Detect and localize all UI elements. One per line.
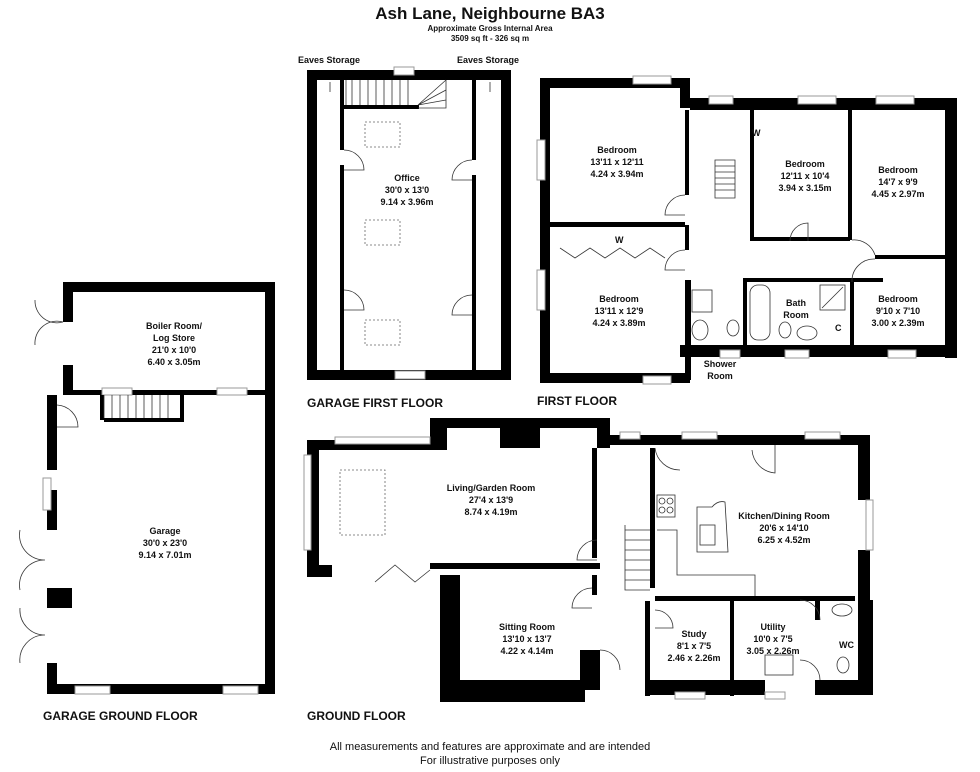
cupboard-label: C bbox=[835, 323, 842, 333]
ground-floor-plan bbox=[303, 418, 874, 702]
room-bedroom-1: Bedroom 13'11 x 12'11 4.24 x 3.94m bbox=[590, 145, 644, 179]
room-bedroom-5: Bedroom 9'10 x 7'10 3.00 x 2.39m bbox=[871, 294, 925, 328]
area-value: 3509 sq ft - 326 sq m bbox=[450, 34, 530, 43]
floor-label-garage-ground: GARAGE GROUND FLOOR bbox=[43, 709, 198, 723]
room-study: Study 8'1 x 7'5 2.46 x 2.26m bbox=[667, 629, 721, 663]
area-label: Approximate Gross Internal Area bbox=[427, 24, 553, 33]
room-bedroom-4: Bedroom 14'7 x 9'9 4.45 x 2.97m bbox=[871, 165, 925, 199]
room-sitting: Sitting Room 13'10 x 13'7 4.22 x 4.14m bbox=[499, 622, 555, 656]
floor-label-garage-first: GARAGE FIRST FLOOR bbox=[307, 396, 443, 410]
eaves-storage-left-label: Eaves Storage bbox=[298, 55, 361, 65]
floor-label-first: FIRST FLOOR bbox=[537, 394, 617, 408]
floor-label-ground: GROUND FLOOR bbox=[307, 709, 406, 723]
room-bedroom-2: Bedroom 13'11 x 12'9 4.24 x 3.89m bbox=[592, 294, 646, 328]
disclaimer-line-2: For illustrative purposes only bbox=[419, 755, 560, 767]
room-bedroom-3: Bedroom 12'11 x 10'4 3.94 x 3.15m bbox=[778, 159, 832, 193]
eaves-storage-right-label: Eaves Storage bbox=[457, 55, 520, 65]
disclaimer-line-1: All measurements and features are approx… bbox=[329, 741, 651, 753]
garage-ground-floor-plan bbox=[19, 282, 275, 695]
room-living-garden: Living/Garden Room 27'4 x 13'9 8.74 x 4.… bbox=[446, 483, 536, 517]
room-office: Office 30'0 x 13'0 9.14 x 3.96m bbox=[380, 173, 434, 207]
first-floor-plan bbox=[536, 75, 957, 385]
room-shower-room: Shower Room bbox=[703, 359, 737, 381]
wardrobe-label: W bbox=[615, 235, 624, 245]
room-kitchen-dining: Kitchen/Dining Room 20'6 x 14'10 6.25 x … bbox=[738, 511, 830, 545]
plan-title: Ash Lane, Neighbourne BA3 bbox=[375, 4, 605, 23]
room-utility: Utility 10'0 x 7'5 3.05 x 2.26m bbox=[746, 622, 800, 656]
garage-first-floor-plan bbox=[307, 66, 511, 380]
room-boiler-log-store: Boiler Room/ Log Store 21'0 x 10'0 6.40 … bbox=[145, 321, 203, 367]
room-bath-room: Bath Room bbox=[783, 298, 809, 320]
wardrobe-label: W bbox=[752, 128, 761, 138]
room-wc: WC bbox=[839, 640, 854, 650]
room-garage: Garage 30'0 x 23'0 9.14 x 7.01m bbox=[138, 526, 192, 560]
